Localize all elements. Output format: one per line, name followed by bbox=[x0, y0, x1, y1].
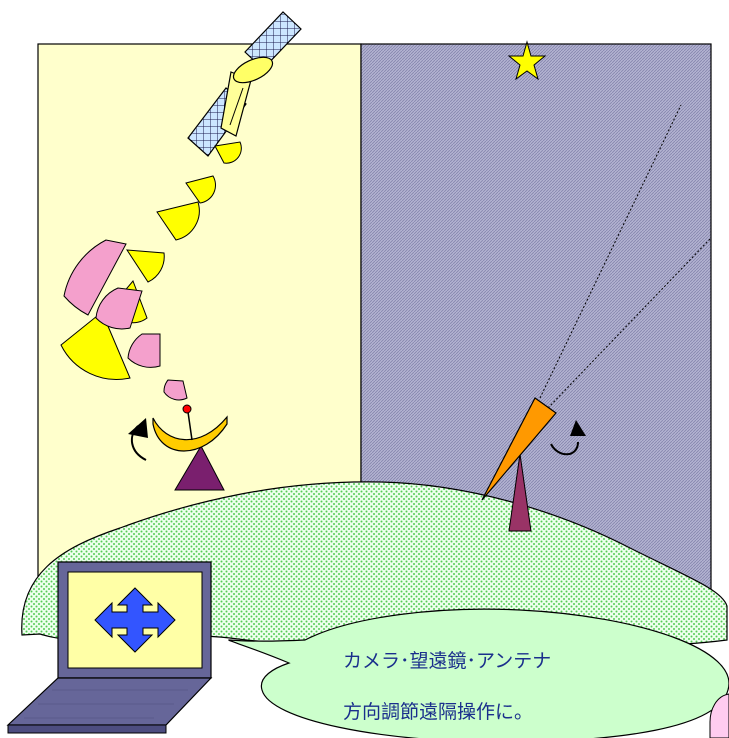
dish-rotation-arrow bbox=[128, 418, 148, 461]
pink-oval-fragment bbox=[709, 693, 729, 738]
star-icon bbox=[507, 40, 547, 81]
satellite-icon bbox=[187, 11, 302, 157]
caption-line-2: 方向調節遠隔操作に。 bbox=[343, 701, 533, 723]
four-way-arrow-icon bbox=[94, 587, 176, 653]
caption-line-1: カメラ･望遠鏡･アンテナ bbox=[343, 650, 551, 672]
telescope-rotation-arrow bbox=[550, 420, 586, 456]
sight-line-lower bbox=[547, 237, 712, 409]
speech-bubble bbox=[228, 608, 729, 738]
telescope-icon bbox=[481, 397, 557, 532]
dish-antenna-icon bbox=[152, 404, 228, 491]
signal-wedges bbox=[60, 141, 242, 401]
